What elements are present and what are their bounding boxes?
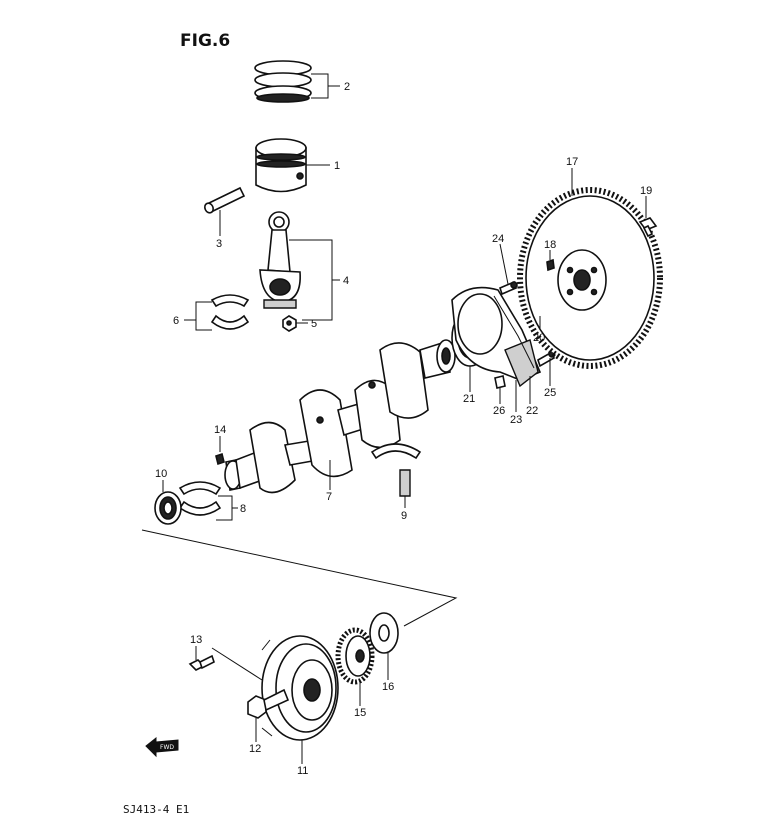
rod-nut: [282, 315, 297, 332]
callout-24: 24: [492, 233, 504, 245]
callout-4: 4: [343, 275, 349, 287]
leader-lines: [162, 73, 647, 764]
callout-20: 20: [533, 332, 545, 344]
woodruff-key: [215, 452, 225, 466]
callout-14: 14: [214, 424, 226, 436]
callout-labels: 2 1 3 4 5 6 7 8 9 10 11 12 13 14 15 16 1…: [155, 81, 652, 777]
callout-26: 26: [493, 405, 505, 417]
callout-13: 13: [190, 634, 202, 646]
pulley-small-bolt: [188, 654, 215, 671]
callout-17: 17: [566, 156, 578, 168]
housing-bolt-upper: [499, 280, 518, 296]
group-divider-line: [141, 529, 458, 627]
callout-10: 10: [155, 468, 167, 480]
figure-title: FIG.6: [180, 31, 230, 51]
callout-18: 18: [544, 239, 556, 251]
housing-bolt-lower: [537, 350, 556, 368]
crank-pulley: [261, 635, 339, 741]
callout-3: 3: [216, 238, 222, 250]
callout-21: 21: [463, 393, 475, 405]
callout-1: 1: [334, 160, 340, 172]
front-oil-seal: [154, 491, 182, 525]
flywheel-pin: [546, 258, 555, 272]
flywheel: [517, 187, 663, 369]
drawing-code: SJ413-4 E1: [123, 803, 189, 816]
callout-23: 23: [510, 414, 522, 426]
callout-22: 22: [526, 405, 538, 417]
dowel-pin: [494, 375, 506, 389]
callout-11: 11: [297, 765, 308, 777]
callout-25: 25: [544, 387, 556, 399]
piston: [255, 138, 307, 193]
sprocket-washer: [369, 612, 399, 654]
housing-gasket: [493, 295, 535, 369]
callout-16: 16: [382, 681, 394, 693]
callout-7: 7: [326, 491, 332, 503]
main-bearing-front: [178, 481, 222, 516]
callout-8: 8: [240, 503, 246, 515]
callout-9: 9: [401, 510, 407, 522]
pulley-bolt: [247, 688, 290, 719]
timing-sprocket: [335, 627, 375, 685]
crankshaft: [224, 339, 456, 494]
callout-15: 15: [354, 707, 366, 719]
callout-2: 2: [344, 81, 350, 93]
rod-bearing: [210, 294, 250, 330]
callout-6: 6: [173, 315, 179, 327]
piston-pin: [204, 186, 246, 214]
callout-12: 12: [249, 743, 261, 755]
callout-5: 5: [311, 318, 317, 330]
fwd-arrow-icon: FWD: [145, 736, 179, 758]
connecting-rod: [259, 211, 301, 309]
callout-19: 19: [640, 185, 652, 197]
fwd-text: FWD: [160, 744, 174, 751]
flywheel-bolt: [638, 217, 658, 238]
piston-ring-set: [254, 60, 312, 103]
main-bearing-rear: [370, 443, 422, 497]
pulley-bolt-leader: [211, 647, 263, 681]
